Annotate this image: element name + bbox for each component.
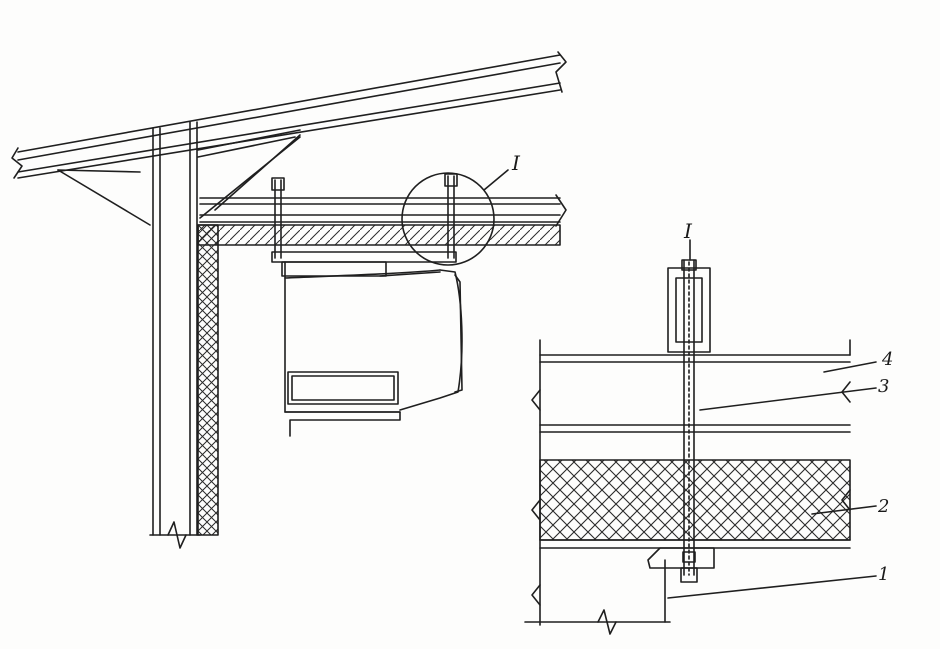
detail-callout-label: I [511,151,521,175]
item-1-label: 1 [878,564,889,585]
clamp-box [667,259,711,353]
item-2-label: 2 [877,496,889,517]
suspended-unit [271,251,463,437]
column-brace [57,129,301,226]
hanger-bolts [271,173,458,259]
detail-section [524,339,851,635]
roof-beam [11,51,567,179]
insulation-panel [197,224,561,536]
ceiling-frame [199,194,567,227]
steel-column [149,121,201,549]
lower-bracket [647,547,715,583]
detail-callout-circle [401,169,509,266]
rod-3 [683,259,695,576]
leader-lines [667,239,877,599]
item-3-label: 3 [878,376,889,397]
detail-title-label: I [683,219,693,243]
item-4-label: 4 [881,349,893,370]
